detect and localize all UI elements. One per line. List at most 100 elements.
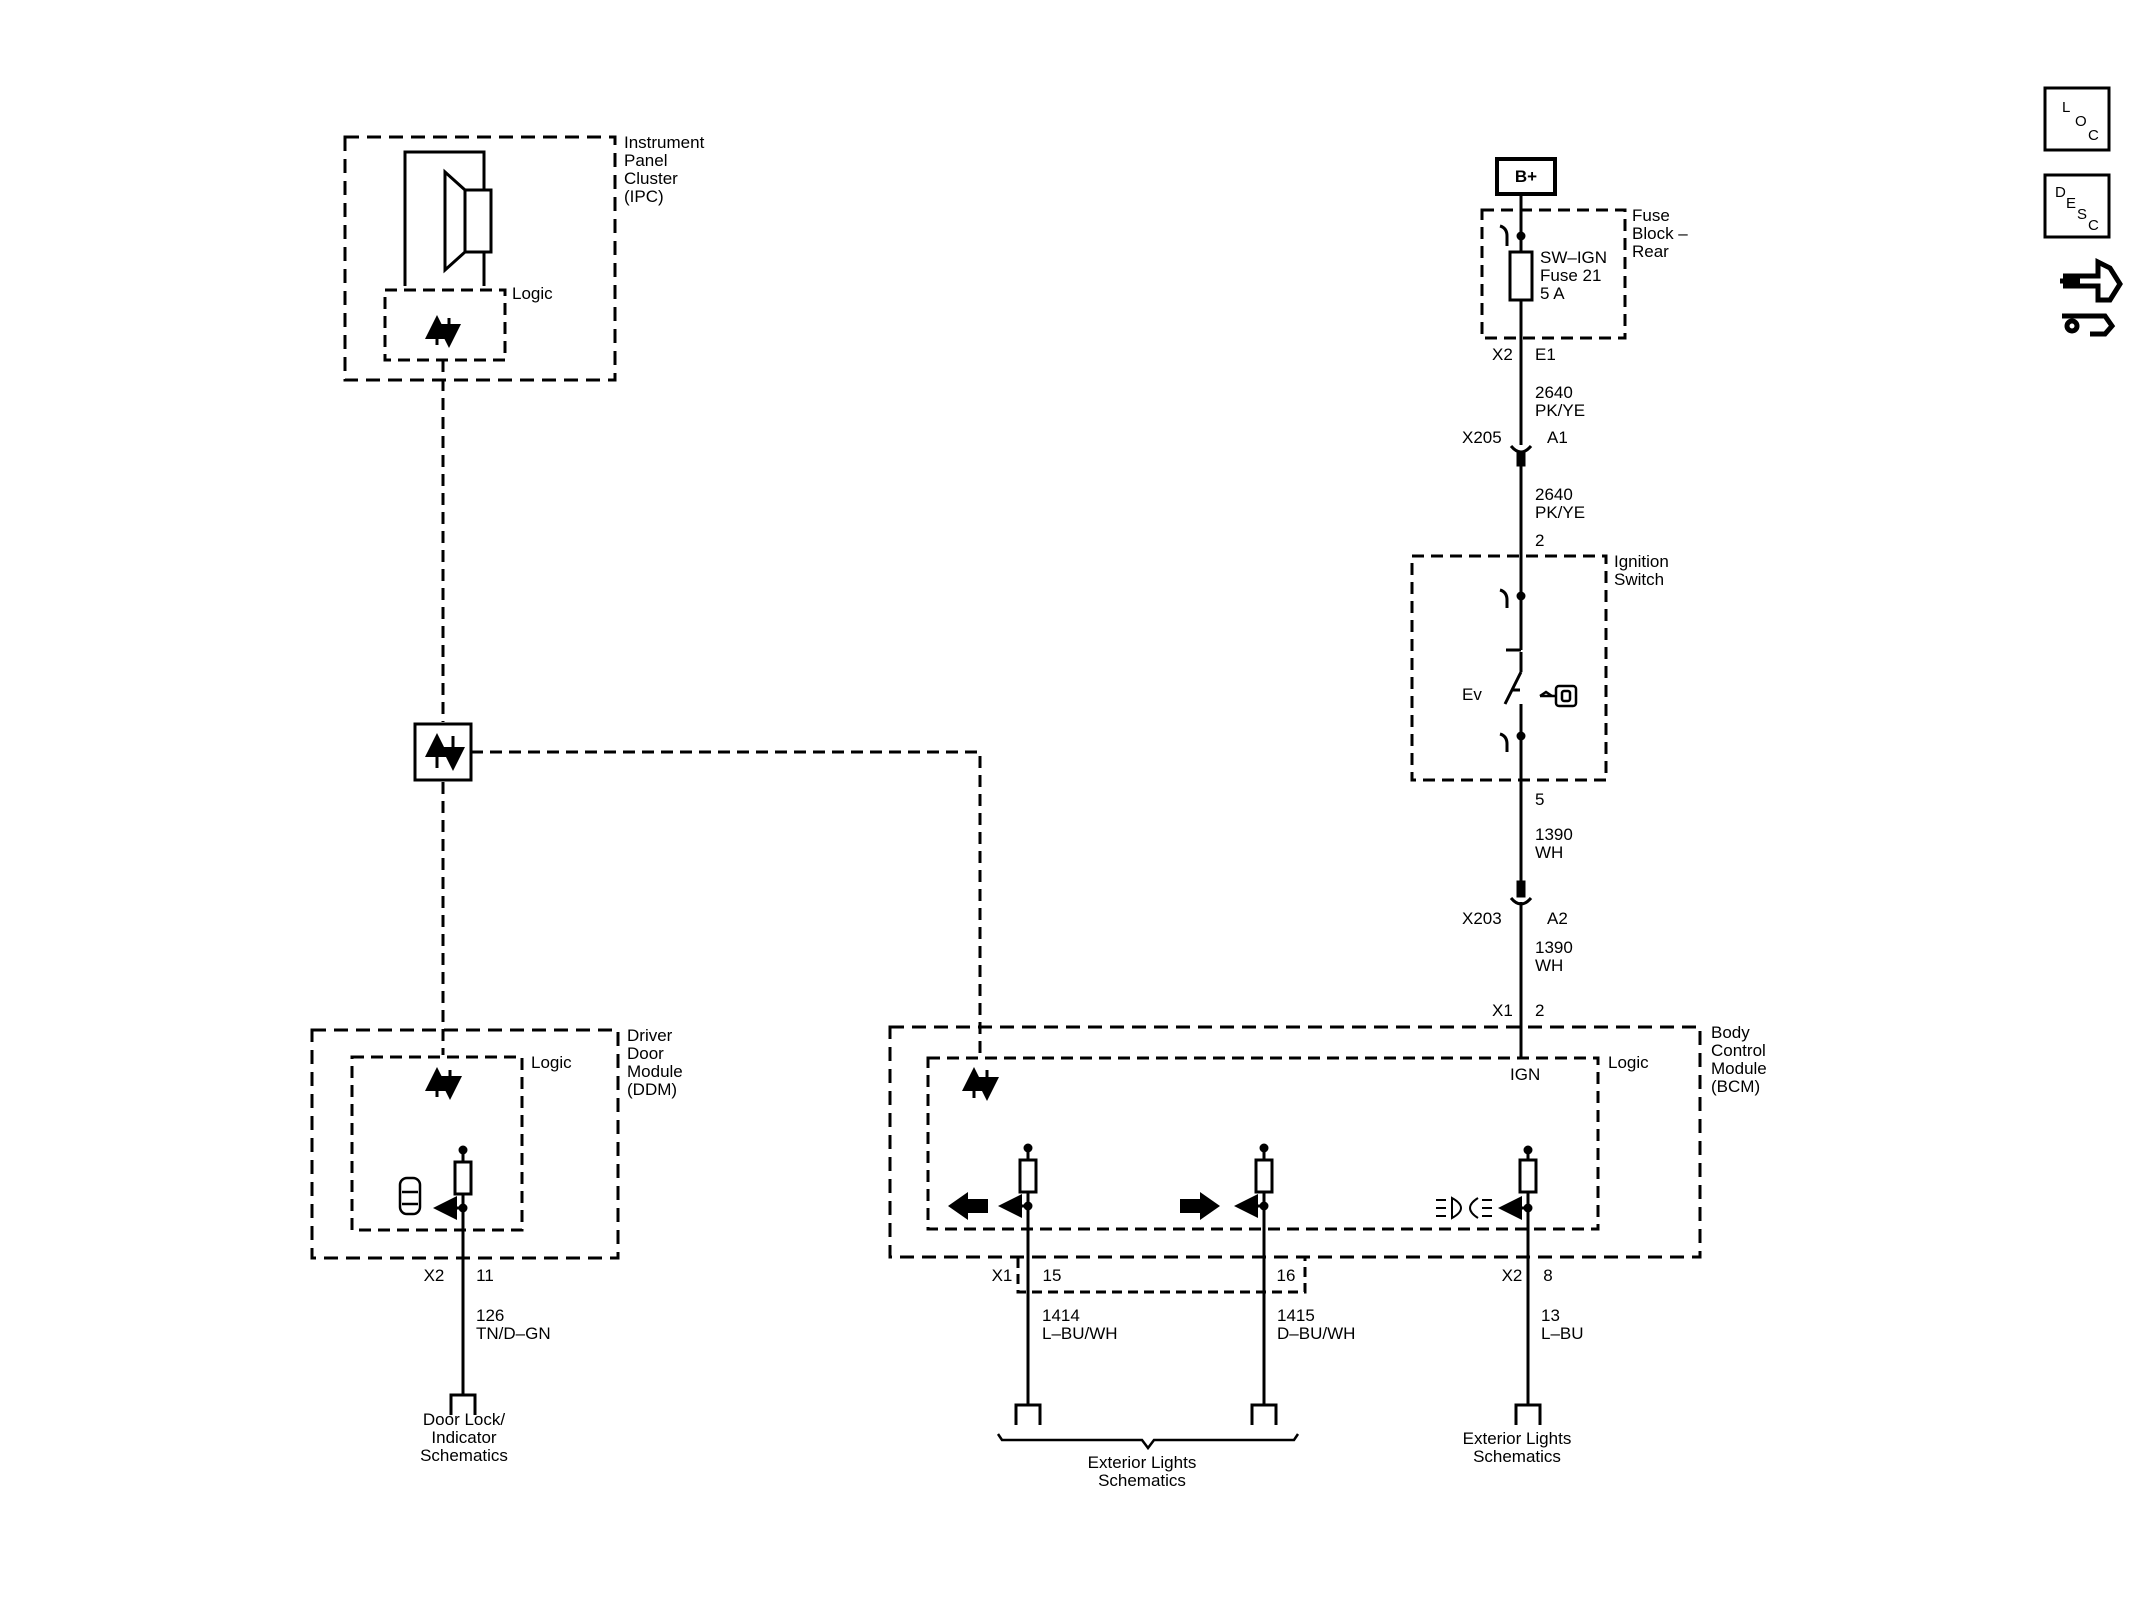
x205-pin: A1 xyxy=(1547,428,1568,447)
w1390a-color: WH xyxy=(1535,843,1563,862)
fuse-label-3: 5 A xyxy=(1540,284,1565,303)
fuse-out-pin: E1 xyxy=(1535,345,1556,364)
w1390b-circuit: 1390 xyxy=(1535,938,1573,957)
bcm-name-4: (BCM) xyxy=(1711,1077,1760,1096)
fuse-label-2: Fuse 21 xyxy=(1540,266,1601,285)
ipc-outline xyxy=(343,135,617,382)
serial-data-bus xyxy=(441,360,982,1055)
fuse-terminal-icon xyxy=(1499,224,1509,246)
bcm-x1-pin15: 15 xyxy=(1043,1266,1062,1285)
fuse-out-conn: X2 xyxy=(1492,345,1513,364)
ddm-logic-outline xyxy=(350,1055,524,1232)
car-icon xyxy=(398,1176,422,1216)
fuse-block-outline xyxy=(1480,208,1627,340)
ddm-logic-label: Logic xyxy=(531,1053,572,1072)
w1414-circuit: 1414 xyxy=(1042,1306,1080,1325)
bcm-x2-conn: X2 xyxy=(1502,1266,1523,1285)
w126-circuit: 126 xyxy=(476,1306,504,1325)
ddm-module: Logic Driver Door Module (DDM) xyxy=(310,1026,683,1395)
x203-pin: A2 xyxy=(1547,909,1568,928)
x203-conn: X203 xyxy=(1462,909,1502,928)
loc-button[interactable]: L O C xyxy=(2043,86,2111,152)
fuse-block: Fuse Block – Rear SW–IGN Fuse 21 5 A xyxy=(1480,206,1688,340)
switch-contacts xyxy=(1499,588,1526,780)
ddm-name-3: Module xyxy=(627,1062,683,1081)
bcm-logic-outline xyxy=(926,1056,1600,1231)
ign-in-pin: 2 xyxy=(1535,531,1544,550)
w2640b-circuit: 2640 xyxy=(1535,485,1573,504)
ipc-module: Logic Instrument Panel Cluster (IPC) xyxy=(343,133,705,382)
ddm-name-4: (DDM) xyxy=(627,1080,677,1099)
bcm-name-1: Body xyxy=(1711,1023,1750,1042)
bcm-data-arrows-icon xyxy=(962,1067,999,1101)
ignition-switch-outline xyxy=(1410,554,1608,782)
w2640a-color: PK/YE xyxy=(1535,401,1585,420)
ipc-name-3: Cluster xyxy=(624,169,678,188)
connector-icon[interactable] xyxy=(2060,257,2123,337)
key-icon xyxy=(1539,684,1578,708)
door-lock-dest-3: Schematics xyxy=(420,1446,508,1465)
ipc-name-2: Panel xyxy=(624,151,667,170)
w2640a-circuit: 2640 xyxy=(1535,383,1573,402)
speaker-icon xyxy=(403,150,493,286)
ignition-switch-name-1: Ignition xyxy=(1614,552,1669,571)
ddm-data-arrows-icon xyxy=(425,1067,462,1100)
ddm-out-conn: X2 xyxy=(424,1266,445,1285)
bplus-block: B+ xyxy=(1495,157,1557,196)
w1390b-color: WH xyxy=(1535,956,1563,975)
fuse-block-name-2: Block – xyxy=(1632,224,1688,243)
w13-circuit: 13 xyxy=(1541,1306,1560,1325)
loc-letter-2: O xyxy=(2075,113,2087,130)
bcm-outline xyxy=(888,1025,1702,1259)
bcm-x1-connector-outline xyxy=(1016,1258,1307,1294)
w1415-color: D–BU/WH xyxy=(1277,1324,1355,1343)
headlamp-icon xyxy=(1436,1196,1492,1220)
x205-inline-connector xyxy=(1509,444,1533,467)
ipc-logic-label: Logic xyxy=(512,284,553,303)
bcm-x1-conn: X1 xyxy=(992,1266,1013,1285)
bcm-x1-pin16: 16 xyxy=(1277,1266,1296,1285)
bcm-in-conn: X1 xyxy=(1492,1001,1513,1020)
w1390a-circuit: 1390 xyxy=(1535,825,1573,844)
fuse-block-name-3: Rear xyxy=(1632,242,1669,261)
bcm-x2-pin: 8 xyxy=(1543,1266,1552,1285)
bplus-label: B+ xyxy=(1515,167,1537,186)
ddm-out-pin: 11 xyxy=(476,1266,494,1285)
bcm-right-turn-driver xyxy=(1234,1143,1274,1405)
ext-lights-brace xyxy=(996,1433,1300,1451)
ipc-logic-outline xyxy=(383,288,507,362)
ipc-name-4: (IPC) xyxy=(624,187,664,206)
bcm-module: Logic IGN Body Control Module (BCM) xyxy=(888,1023,1767,1405)
desc-letter-1: D xyxy=(2055,184,2066,201)
desc-letter-4: C xyxy=(2088,217,2099,234)
ignition-switch-name-2: Switch xyxy=(1614,570,1664,589)
ext-lights-right-dest-2: Schematics xyxy=(1473,1447,1561,1466)
w1415-circuit: 1415 xyxy=(1277,1306,1315,1325)
desc-letter-3: S xyxy=(2077,206,2087,223)
fuse-block-name-1: Fuse xyxy=(1632,206,1670,225)
bcm-in-pin: 2 xyxy=(1535,1001,1544,1020)
x205-conn: X205 xyxy=(1462,428,1502,447)
ext-lights-left-dest-1: Exterior Lights xyxy=(1088,1453,1197,1472)
door-lock-dest-2: Indicator xyxy=(431,1428,497,1447)
ext-lights-left-dest-2: Schematics xyxy=(1098,1471,1186,1490)
ddm-driver-circuit xyxy=(433,1145,473,1395)
ddm-name-2: Door xyxy=(627,1044,664,1063)
data-arrows-icon xyxy=(425,315,461,348)
w2640b-color: PK/YE xyxy=(1535,503,1585,522)
desc-button[interactable]: D E S C xyxy=(2043,173,2111,239)
ipc-name-1: Instrument xyxy=(624,133,705,152)
bcm-name-2: Control xyxy=(1711,1041,1766,1060)
door-lock-dest-1: Door Lock/ xyxy=(423,1410,505,1429)
x203-inline-connector xyxy=(1509,880,1533,906)
ev-label: Ev xyxy=(1462,685,1482,704)
bcm-name-3: Module xyxy=(1711,1059,1767,1078)
bcm-logic-label: Logic xyxy=(1608,1053,1649,1072)
fuse-icon xyxy=(1508,250,1534,302)
bcm-lamp-driver xyxy=(1498,1145,1538,1405)
ddm-name-1: Driver xyxy=(627,1026,673,1045)
splice-pack-icon xyxy=(413,722,473,782)
destination-terminals xyxy=(449,1393,1542,1425)
ext-lights-right-dest-1: Exterior Lights xyxy=(1463,1429,1572,1448)
